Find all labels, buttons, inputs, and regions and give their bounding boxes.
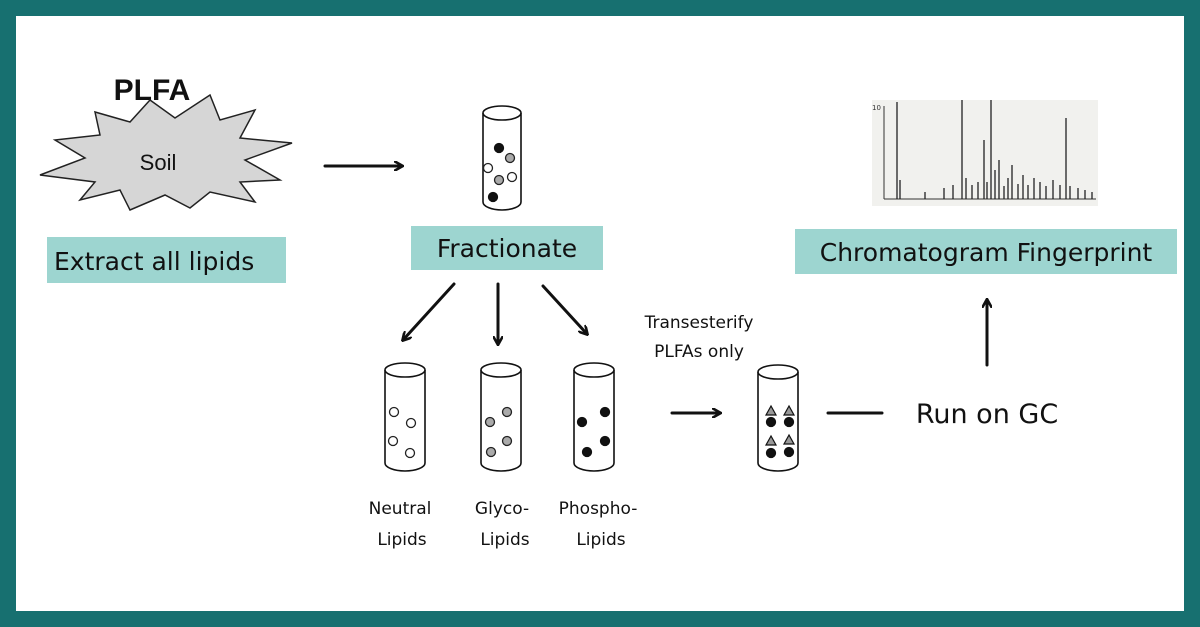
fame-tube — [757, 364, 799, 472]
glyco-label-line2: Lipids — [480, 530, 529, 550]
extract-step: Extract all lipids — [47, 237, 286, 283]
glyco-label-line1: Glyco- — [475, 499, 529, 519]
run-gc-label: Run on GC — [916, 399, 1058, 430]
fractionate-label-box — [411, 226, 603, 270]
neutral-label-line2: Lipids — [377, 530, 426, 550]
extract-label-box — [47, 237, 286, 283]
arrow-to-phospho — [541, 284, 587, 334]
fingerprint-step: Chromatogram Fingerprint — [795, 229, 1177, 274]
neutral-label-line1: Neutral — [369, 499, 432, 519]
soil-label: Soil — [140, 150, 177, 175]
chromatogram-image: 10 — [872, 100, 1098, 206]
arrow-to-neutral — [403, 282, 456, 340]
mixed-lipids-tube — [482, 105, 522, 211]
transesterify-line1: Transesterify — [644, 313, 754, 333]
extract-label: Extract all lipids — [54, 247, 254, 276]
phospho-lipids-tube — [573, 362, 615, 472]
fractionate-step: Fractionate — [411, 226, 603, 270]
transesterify-line2: PLFAs only — [654, 342, 744, 362]
soil-burst: Soil — [39, 93, 293, 211]
neutral-lipids-tube — [384, 362, 426, 472]
phospho-label-line1: Phospho- — [559, 499, 638, 519]
fractionate-label: Fractionate — [437, 234, 577, 263]
fingerprint-label-box — [795, 229, 1177, 274]
phospho-label-line2: Lipids — [576, 530, 625, 550]
fingerprint-label: Chromatogram Fingerprint — [820, 238, 1153, 267]
chromatogram-peaks — [896, 100, 1093, 199]
glyco-lipids-tube — [480, 362, 522, 472]
chromatogram-tick: 10 — [872, 104, 881, 112]
